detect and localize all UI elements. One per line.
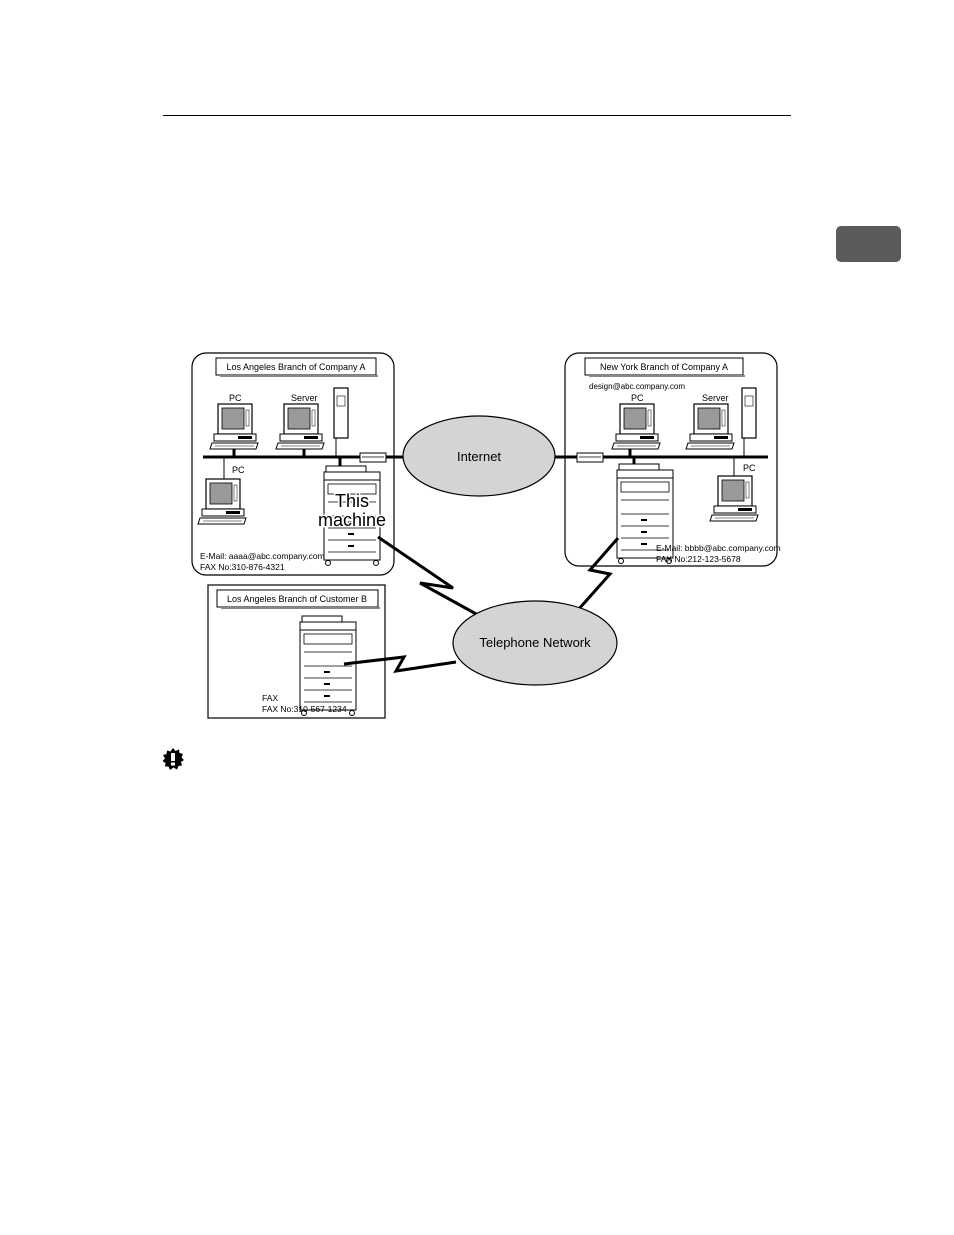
important-icon [162, 748, 184, 770]
la-email: E-Mail: aaaa@abc.company.com [200, 551, 325, 561]
ny-router [576, 452, 604, 463]
customer-fax-number: FAX No:310-567-1234 [262, 704, 347, 714]
la-router [359, 452, 387, 463]
ny-fax: FAX No:212-123-5678 [656, 554, 741, 564]
this-machine-label-1: This [335, 491, 369, 511]
customer-phone-link [343, 655, 457, 673]
la-fax: FAX No:310-876-4321 [200, 562, 285, 572]
ny-branch-title: New York Branch of Company A [600, 362, 728, 372]
la-branch-title: Los Angeles Branch of Company A [226, 362, 365, 372]
customer-fax-machine-icon [299, 615, 357, 716]
this-machine-label-2: machine [318, 510, 386, 530]
ny-pc2-label: PC [743, 463, 756, 473]
ny-design-email: design@abc.company.com [589, 382, 685, 391]
internet-label: Internet [457, 449, 501, 464]
telephone-network-label: Telephone Network [479, 635, 591, 650]
customer-branch-title: Los Angeles Branch of Customer B [227, 594, 367, 604]
la-pc2-label: PC [232, 465, 245, 475]
la-server-label: Server [291, 393, 318, 403]
internet-cloud [402, 415, 556, 497]
la-pc1-label: PC [229, 393, 242, 403]
ny-server-label: Server [702, 393, 729, 403]
customer-fax-label: FAX [262, 693, 278, 703]
telephone-network-cloud [452, 600, 618, 686]
la-server-tower-icon [333, 387, 349, 439]
ny-phone-link [576, 537, 620, 611]
chapter-tab [836, 226, 901, 262]
ny-email: E-Mail: bbbb@abc.company.com [656, 543, 781, 553]
la-phone-link [377, 535, 479, 617]
ny-pc1-label: PC [631, 393, 644, 403]
header-rule [163, 115, 791, 116]
ny-server-tower-icon [741, 387, 757, 439]
